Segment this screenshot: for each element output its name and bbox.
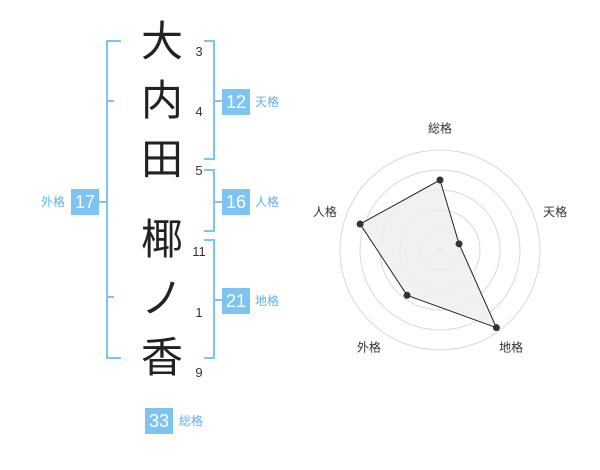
tenkaku-value-badge: 12 xyxy=(222,89,250,115)
tenkaku-label: 天格 xyxy=(255,95,280,109)
name-char-6: 香 xyxy=(140,333,183,382)
jinkaku-value-badge: 16 xyxy=(222,189,250,215)
radar-point-4 xyxy=(403,291,411,299)
stroke-count-1: 3 xyxy=(195,44,203,59)
radar-series-area xyxy=(359,179,498,329)
name-char-1: 大 xyxy=(140,17,183,66)
stroke-count-6: 9 xyxy=(195,365,203,380)
name-char-5: ノ xyxy=(140,274,183,323)
radar-axis-label-4: 外格 xyxy=(357,339,381,354)
chikaku-value-badge: 21 xyxy=(222,288,250,314)
radar-ring-4 xyxy=(359,169,521,331)
gaikaku-label: 外格 xyxy=(41,195,66,209)
gaikaku-bracket xyxy=(106,40,121,359)
stroke-count-5: 1 xyxy=(195,305,203,320)
gaikaku-value-badge: 17 xyxy=(71,189,99,215)
name-char-2: 内 xyxy=(140,76,183,125)
radar-point-5 xyxy=(356,220,364,228)
radar-axis-label-2: 天格 xyxy=(543,204,567,219)
radar-axis-label-5: 人格 xyxy=(313,204,337,219)
radar-point-2 xyxy=(455,240,463,248)
radar-point-1 xyxy=(436,176,444,184)
jinkaku-label: 人格 xyxy=(255,195,280,209)
radar-ring-5 xyxy=(339,149,541,351)
soukaku-value-badge: 33 xyxy=(145,408,173,434)
stroke-count-2: 4 xyxy=(195,104,203,119)
radar-point-3 xyxy=(492,324,500,332)
name-char-3: 田 xyxy=(140,135,183,184)
radar-axis-label-1: 総格 xyxy=(428,121,452,136)
stroke-count-4: 11 xyxy=(192,244,206,259)
soukaku-label: 総格 xyxy=(179,414,204,428)
radar-axis-label-3: 地格 xyxy=(499,339,523,354)
jinkaku-bracket xyxy=(204,169,215,232)
stroke-count-3: 5 xyxy=(195,163,203,178)
name-char-4: 椰 xyxy=(140,215,183,264)
chikaku-label: 地格 xyxy=(255,294,280,308)
